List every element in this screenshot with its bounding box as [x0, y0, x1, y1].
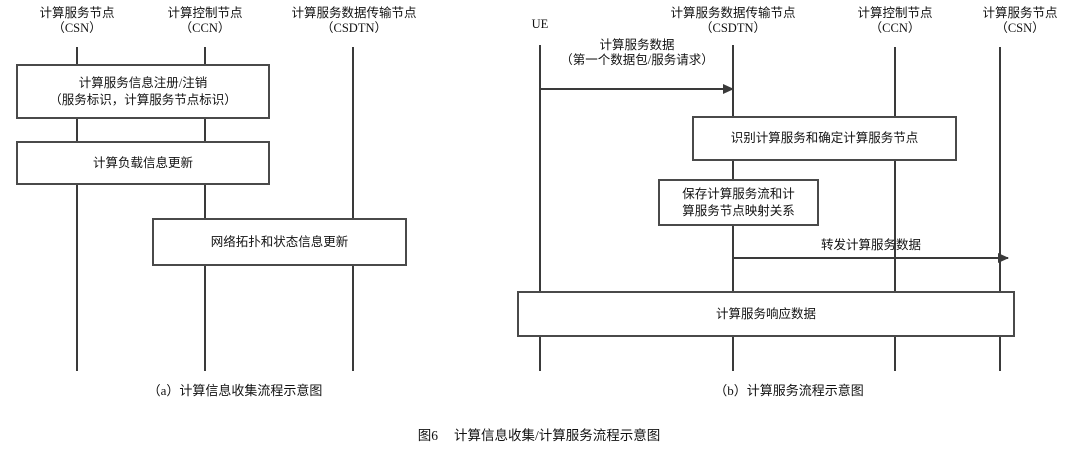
message-line-2: 算服务节点映射关系 [682, 203, 795, 218]
arrow-line-2: （第一个数据包/服务请求） [560, 53, 714, 67]
actor-header-csn-a: 计算服务节点 （CSN） [6, 6, 148, 36]
arrow-label-service-data-request: 计算服务数据 （第一个数据包/服务请求） [539, 38, 735, 68]
message-box-identify-service[interactable]: 识别计算服务和确定计算服务节点 [692, 116, 957, 161]
message-line-1: 计算服务响应数据 [715, 306, 816, 321]
message-line-1: 保存计算服务流和计 [682, 187, 795, 202]
actor-name: 计算控制节点 [857, 6, 933, 20]
actor-abbr: （CCN） [179, 20, 231, 35]
arrow-line-1: 转发计算服务数据 [820, 238, 921, 252]
arrow-line-1: 计算服务数据 [599, 38, 675, 52]
lifeline-csn-a [76, 47, 78, 371]
arrow-csdtn-to-csn[interactable] [733, 253, 1009, 263]
actor-name: 计算服务节点 [39, 6, 115, 20]
lifeline-ue-b [539, 45, 541, 371]
message-box-service-response-data[interactable]: 计算服务响应数据 [517, 291, 1015, 337]
actor-header-csn-b: 计算服务节点 （CSN） [965, 6, 1075, 36]
actor-name: 计算服务数据传输节点 [670, 6, 796, 20]
figure-title: 计算信息收集/计算服务流程示意图 [453, 428, 661, 443]
actor-abbr: （CSN） [995, 20, 1045, 35]
panel-b-caption: （b）计算服务流程示意图 [714, 383, 864, 398]
actor-name: 计算控制节点 [167, 6, 243, 20]
message-line-1: 网络拓扑和状态信息更新 [210, 234, 349, 249]
actor-abbr: （CSDTN） [700, 20, 766, 35]
message-line-1: 计算服务信息注册/注销 [78, 76, 208, 91]
message-line-2: （服务标识，计算服务节点标识） [49, 92, 237, 107]
message-box-load-info-update[interactable]: 计算负载信息更新 [16, 141, 270, 185]
arrow-label-forward-service-data: 转发计算服务数据 [733, 238, 1009, 253]
message-box-save-flow-mapping[interactable]: 保存计算服务流和计 算服务节点映射关系 [658, 179, 819, 226]
actor-abbr: （CCN） [869, 20, 921, 35]
panel-b-compute-service-flow: UE 计算服务数据传输节点 （CSDTN） 计算控制节点 （CCN） 计算服务节… [500, 0, 1078, 455]
lifeline-ccn-a [204, 47, 206, 371]
message-line-1: 识别计算服务和确定计算服务节点 [730, 131, 919, 146]
actor-abbr: （CSN） [52, 20, 102, 35]
figure-number: 图6 [417, 428, 438, 443]
actor-header-ccn-a: 计算控制节点 （CCN） [141, 6, 269, 36]
lifeline-ccn-b [894, 47, 896, 371]
actor-name: UE [531, 17, 549, 31]
message-box-topology-status-update[interactable]: 网络拓扑和状态信息更新 [152, 218, 407, 266]
message-box-service-registration[interactable]: 计算服务信息注册/注销 （服务标识，计算服务节点标识） [16, 64, 270, 119]
figure-caption: 图6 计算信息收集/计算服务流程示意图 [0, 424, 1078, 444]
actor-abbr: （CSDTN） [321, 20, 387, 35]
panel-a-compute-info-collection: 计算服务节点 （CSN） 计算控制节点 （CCN） 计算服务数据传输节点 （CS… [0, 0, 470, 455]
actor-header-csdtn-a: 计算服务数据传输节点 （CSDTN） [270, 6, 438, 36]
actor-header-ccn-b: 计算控制节点 （CCN） [831, 6, 959, 36]
message-line-1: 计算负载信息更新 [92, 155, 193, 170]
actor-header-csdtn-b: 计算服务数据传输节点 （CSDTN） [648, 6, 818, 36]
lifeline-csdtn-a [352, 47, 354, 371]
arrow-ue-to-csdtn[interactable] [540, 84, 734, 94]
lifeline-csn-b [999, 47, 1001, 371]
actor-name: 计算服务节点 [982, 6, 1058, 20]
panel-a-caption: （a）计算信息收集流程示意图 [147, 383, 323, 398]
actor-header-ue-b: UE [518, 17, 562, 32]
actor-name: 计算服务数据传输节点 [291, 6, 417, 20]
